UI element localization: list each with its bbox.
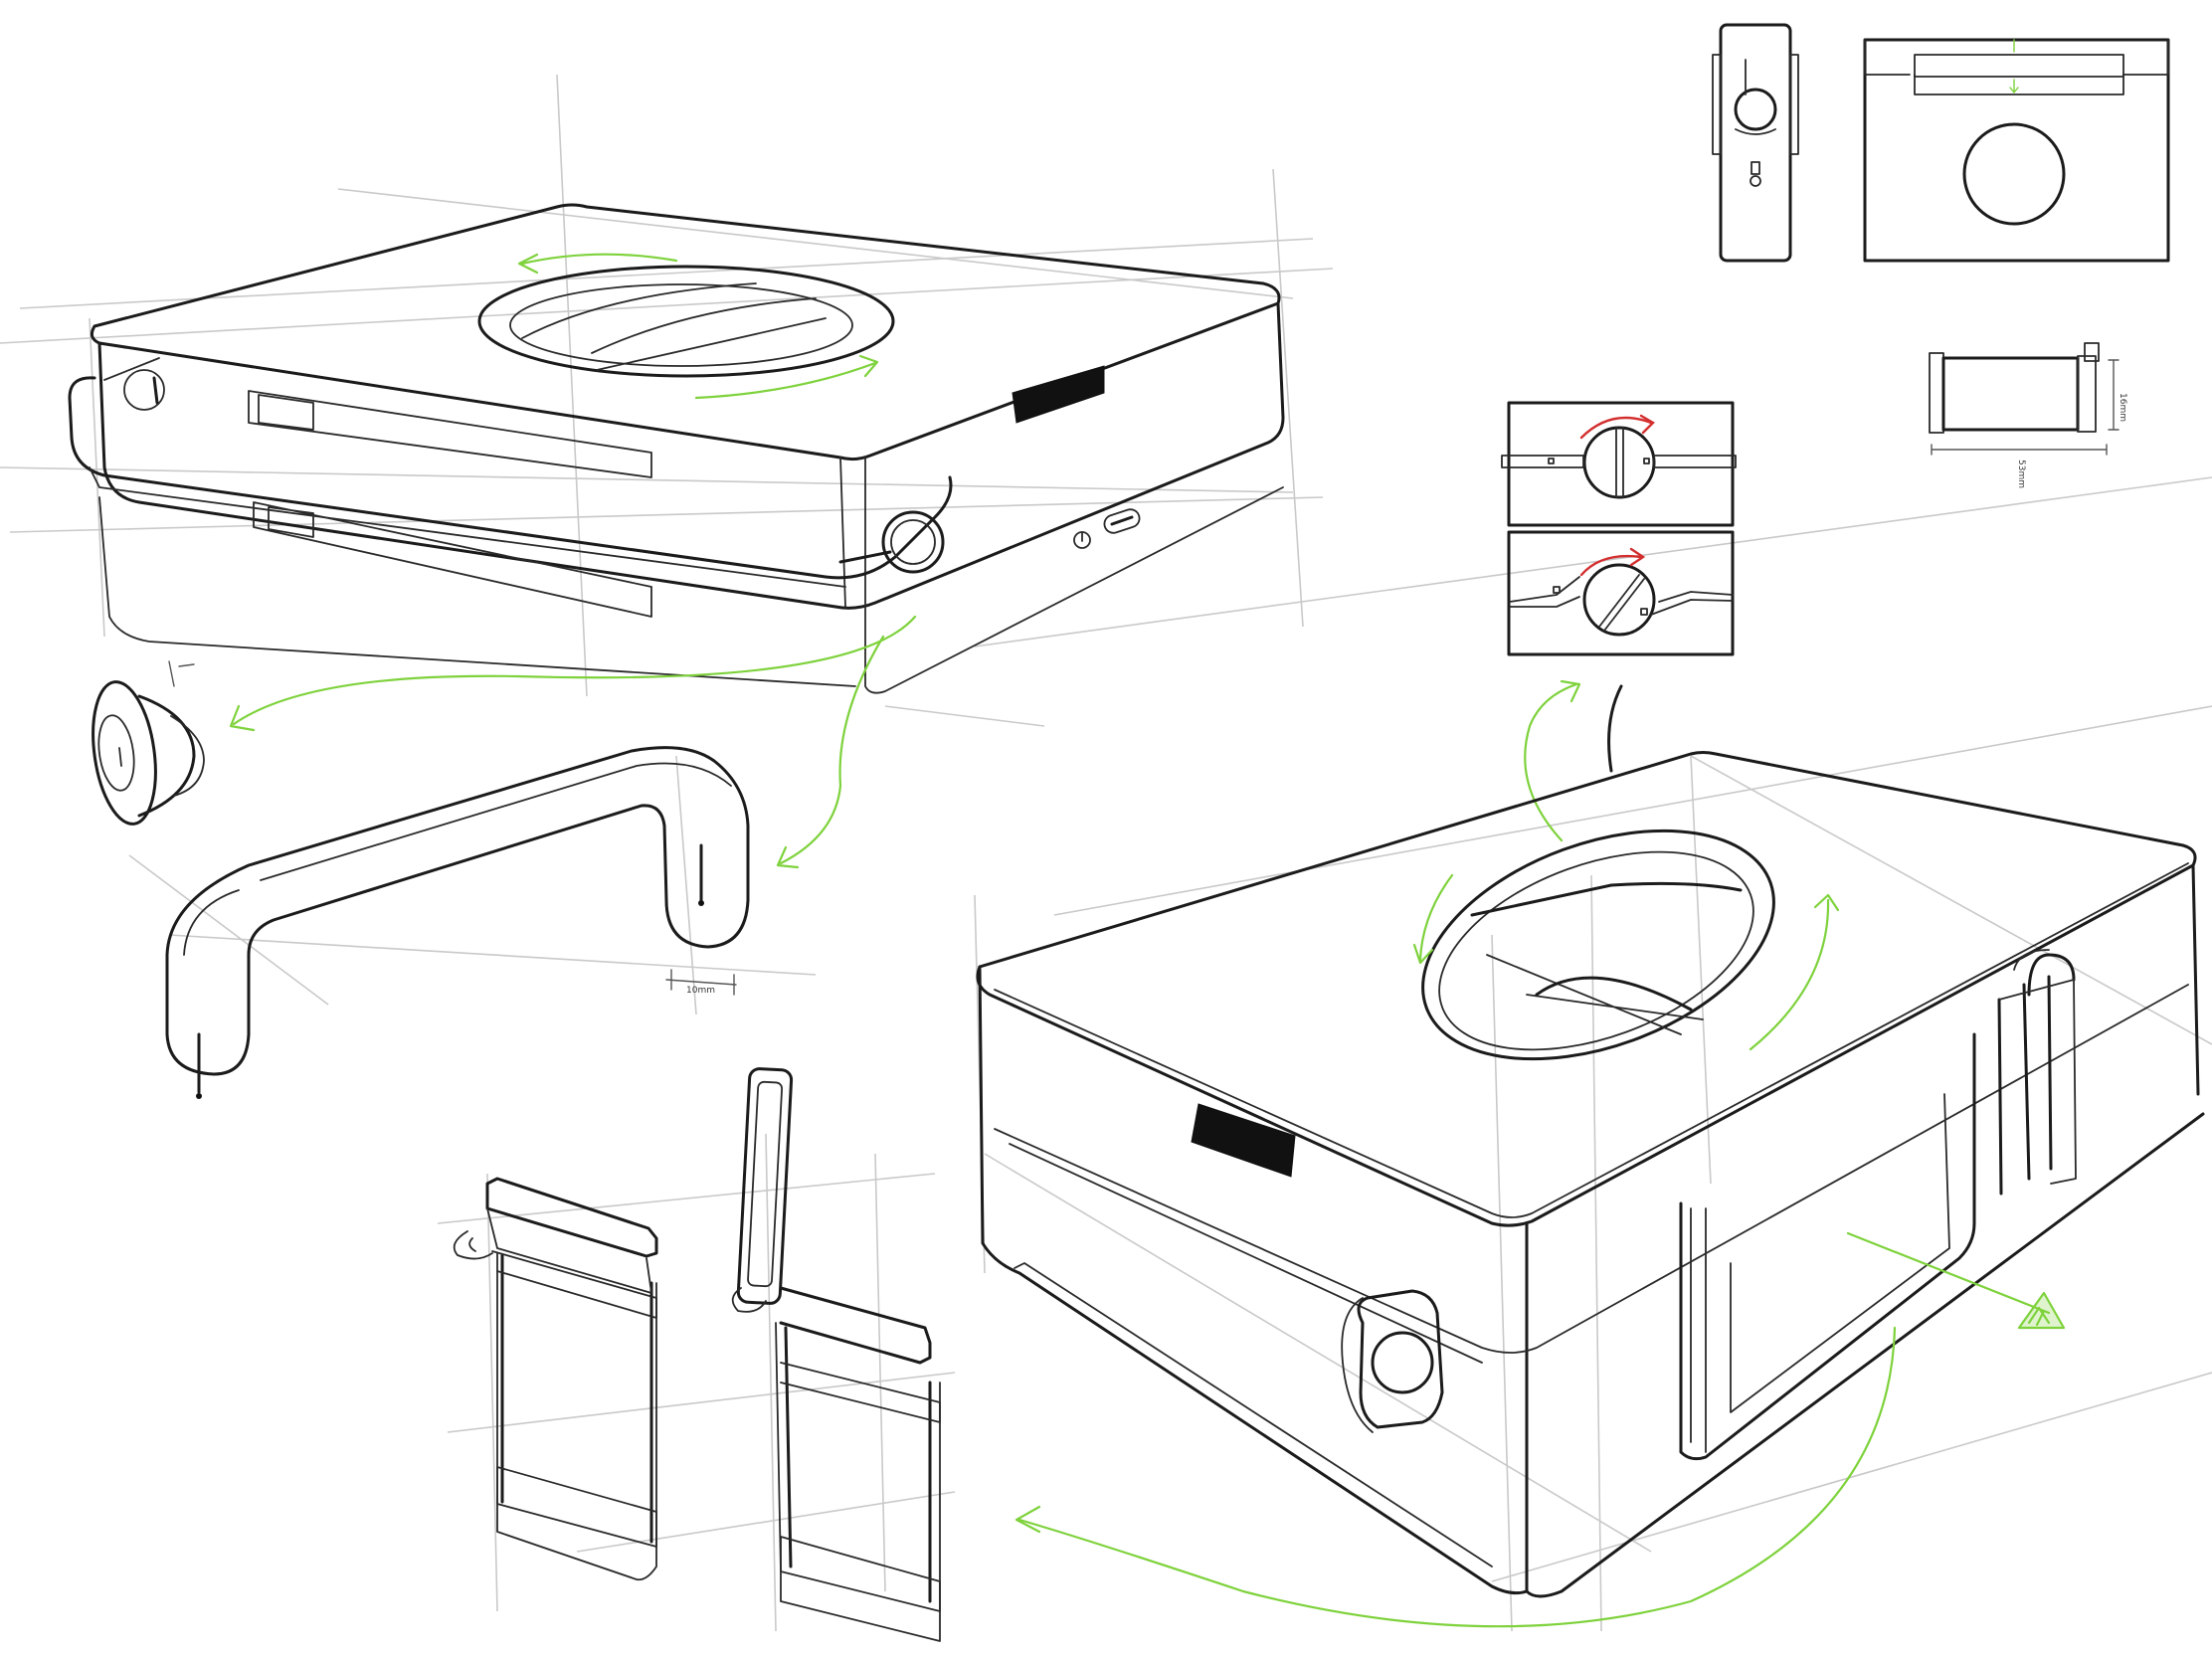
- end-cap-height-annotation: 16mm: [2118, 393, 2127, 422]
- clip-part-closed: [453, 1177, 658, 1581]
- handle-bracket: 10mm: [165, 746, 750, 1099]
- power-icon: [1073, 531, 1091, 549]
- device-perspective-closed: [68, 203, 1285, 694]
- slider-switch-icon: [1103, 508, 1141, 534]
- device-perspective-large: [976, 751, 2205, 1598]
- end-cap-detail: 16mm 53mm: [1929, 342, 2127, 488]
- side-view: [1712, 23, 1799, 263]
- knob-detail: [92, 660, 205, 826]
- front-view: [1863, 38, 2170, 263]
- end-cap-length-annotation: 53mm: [2016, 460, 2026, 488]
- handle-width-annotation: 10mm: [686, 986, 715, 996]
- motion-arrow-to-detail: [1524, 679, 1623, 842]
- rotation-detail-closed: [1501, 401, 1737, 527]
- motion-arrows-large-device: [1014, 873, 2066, 1628]
- label-badge-large: [1191, 1103, 1296, 1178]
- label-badge: [1012, 365, 1105, 424]
- motion-arrows-top-device: [229, 253, 917, 869]
- clip-part-open: [731, 1067, 941, 1642]
- construction-lines: [0, 74, 2212, 1632]
- rotation-detail-open: [1507, 530, 1735, 656]
